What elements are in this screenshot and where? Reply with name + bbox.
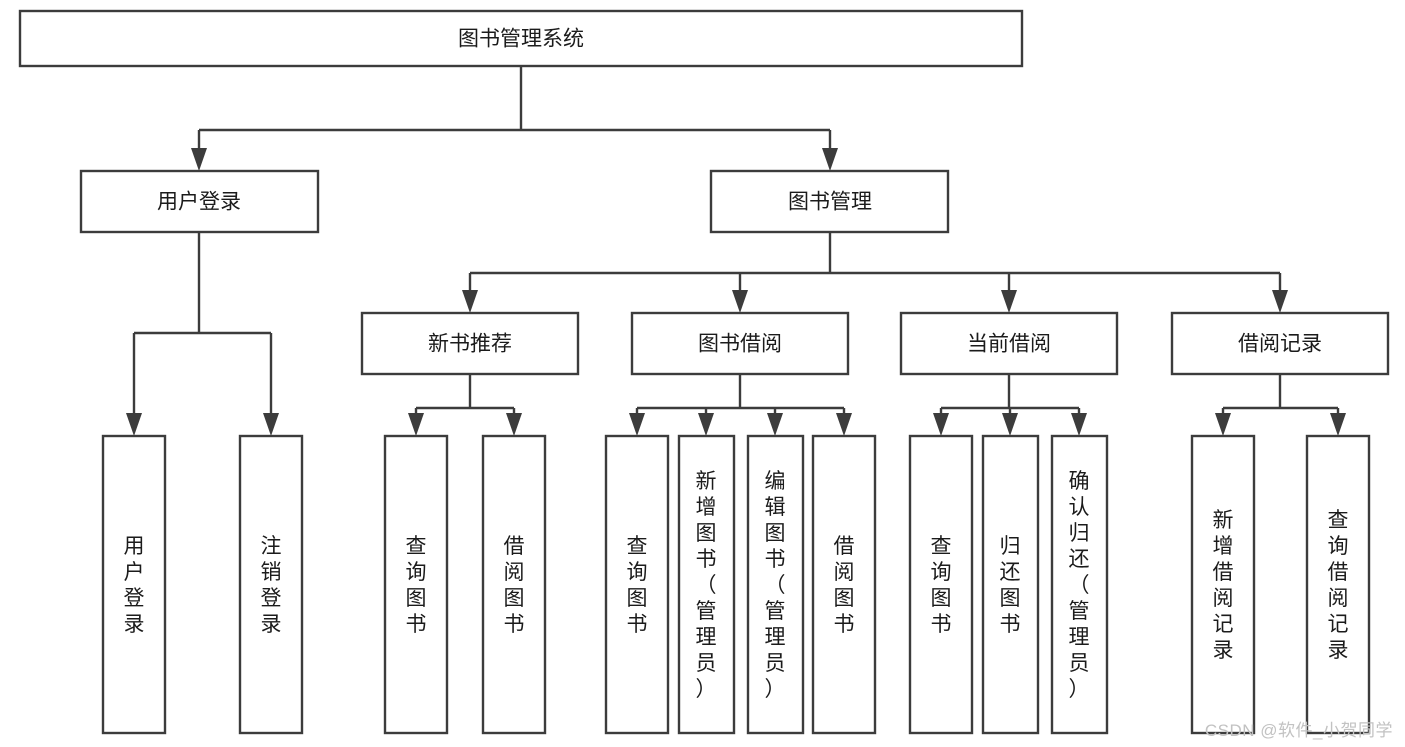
node-leaf-12[interactable]: 新增借阅记录 xyxy=(1190,434,1256,735)
node-box-leaf-12[interactable] xyxy=(1190,434,1256,735)
node-leaf-13[interactable]: 查询借阅记录 xyxy=(1305,434,1371,735)
node-record[interactable]: 借阅记录 xyxy=(1170,311,1390,376)
node-label-leaf-12: 新增借阅记录 xyxy=(1213,509,1234,662)
connector-group-login xyxy=(126,232,279,436)
node-box-leaf-5[interactable] xyxy=(604,434,670,735)
node-leaf-7[interactable]: 编辑图书（管理员） xyxy=(746,434,805,735)
arrow-icon-current-leaf10 xyxy=(1002,413,1018,436)
node-label-borrow: 图书借阅 xyxy=(698,333,782,356)
arrow-icon-login-leaf1 xyxy=(126,413,142,436)
node-leaf-2[interactable]: 注销登录 xyxy=(238,434,304,735)
node-bookmgmt[interactable]: 图书管理 xyxy=(709,169,950,234)
arrow-icon-record-leaf12 xyxy=(1215,413,1231,436)
arrow-icon-current-leaf11 xyxy=(1071,413,1087,436)
node-leaf-5[interactable]: 查询图书 xyxy=(604,434,670,735)
node-leaf-11[interactable]: 确认归还（管理员） xyxy=(1050,434,1109,735)
node-label-leaf-6: 新增图书（管理员） xyxy=(696,470,717,701)
node-leaf-10[interactable]: 归还图书 xyxy=(981,434,1040,735)
arrow-icon-bookmgmt-current xyxy=(1001,290,1017,313)
node-box-leaf-11[interactable] xyxy=(1050,434,1109,735)
connector-group-borrow xyxy=(629,374,852,436)
node-box-login[interactable] xyxy=(79,169,320,234)
node-label-record: 借阅记录 xyxy=(1238,333,1322,356)
node-label-leaf-13: 查询借阅记录 xyxy=(1328,509,1349,662)
node-box-newbook[interactable] xyxy=(360,311,580,376)
arrow-icon-current-leaf9 xyxy=(933,413,949,436)
csdn-watermark: CSDN @软件_小贺同学 xyxy=(1204,721,1393,740)
node-box-leaf-1[interactable] xyxy=(101,434,167,735)
node-root[interactable]: 图书管理系统 xyxy=(18,9,1024,68)
node-leaf-9[interactable]: 查询图书 xyxy=(908,434,974,735)
node-box-leaf-13[interactable] xyxy=(1305,434,1371,735)
node-label-leaf-3: 查询图书 xyxy=(406,535,427,636)
arrow-icon-borrow-leaf6 xyxy=(698,413,714,436)
node-label-leaf-11: 确认归还（管理员） xyxy=(1069,470,1090,701)
node-box-leaf-10[interactable] xyxy=(981,434,1040,735)
node-label-leaf-4: 借阅图书 xyxy=(504,535,525,636)
node-current[interactable]: 当前借阅 xyxy=(899,311,1119,376)
node-label-leaf-2: 注销登录 xyxy=(261,535,282,636)
node-borrow[interactable]: 图书借阅 xyxy=(630,311,850,376)
node-leaf-8[interactable]: 借阅图书 xyxy=(811,434,877,735)
node-box-leaf-9[interactable] xyxy=(908,434,974,735)
arrow-icon-root-login xyxy=(191,148,207,171)
node-box-leaf-6[interactable] xyxy=(677,434,736,735)
arrow-icon-newbook-leaf4 xyxy=(506,413,522,436)
node-label-newbook: 新书推荐 xyxy=(428,333,512,356)
node-label-leaf-9: 查询图书 xyxy=(931,535,952,636)
node-newbook[interactable]: 新书推荐 xyxy=(360,311,580,376)
node-box-leaf-3[interactable] xyxy=(383,434,449,735)
node-label-leaf-5: 查询图书 xyxy=(627,535,648,636)
node-leaf-6[interactable]: 新增图书（管理员） xyxy=(677,434,736,735)
connector-group-record xyxy=(1215,374,1346,436)
arrow-icon-newbook-leaf3 xyxy=(408,413,424,436)
node-box-borrow[interactable] xyxy=(630,311,850,376)
connector-group-current xyxy=(933,374,1087,436)
node-box-bookmgmt[interactable] xyxy=(709,169,950,234)
arrow-icon-borrow-leaf7 xyxy=(767,413,783,436)
node-label-leaf-1: 用户登录 xyxy=(124,535,145,636)
arrow-icon-borrow-leaf5 xyxy=(629,413,645,436)
arrow-icon-root-bookmgmt xyxy=(822,148,838,171)
connector-group-bookmgmt xyxy=(462,232,1288,313)
node-box-root[interactable] xyxy=(18,9,1024,68)
node-leaf-1[interactable]: 用户登录 xyxy=(101,434,167,735)
node-label-leaf-8: 借阅图书 xyxy=(834,535,855,636)
node-box-leaf-4[interactable] xyxy=(481,434,547,735)
arrow-icon-login-leaf2 xyxy=(263,413,279,436)
node-label-login: 用户登录 xyxy=(157,191,241,214)
node-label-root: 图书管理系统 xyxy=(458,28,584,51)
node-label-leaf-10: 归还图书 xyxy=(1000,535,1021,636)
node-box-leaf-8[interactable] xyxy=(811,434,877,735)
node-label-current: 当前借阅 xyxy=(967,333,1051,356)
arrow-icon-bookmgmt-borrow xyxy=(732,290,748,313)
node-box-record[interactable] xyxy=(1170,311,1390,376)
node-label-leaf-7: 编辑图书（管理员） xyxy=(765,470,786,701)
arrow-icon-record-leaf13 xyxy=(1330,413,1346,436)
node-leaf-4[interactable]: 借阅图书 xyxy=(481,434,547,735)
arrow-icon-bookmgmt-record xyxy=(1272,290,1288,313)
arrow-icon-borrow-leaf8 xyxy=(836,413,852,436)
node-box-leaf-2[interactable] xyxy=(238,434,304,735)
node-leaf-3[interactable]: 查询图书 xyxy=(383,434,449,735)
node-box-current[interactable] xyxy=(899,311,1119,376)
connector-group-newbook xyxy=(408,374,522,436)
node-box-leaf-7[interactable] xyxy=(746,434,805,735)
arrow-icon-bookmgmt-newbook xyxy=(462,290,478,313)
node-login[interactable]: 用户登录 xyxy=(79,169,320,234)
connector-group-root xyxy=(191,66,838,171)
node-label-bookmgmt: 图书管理 xyxy=(788,191,872,214)
